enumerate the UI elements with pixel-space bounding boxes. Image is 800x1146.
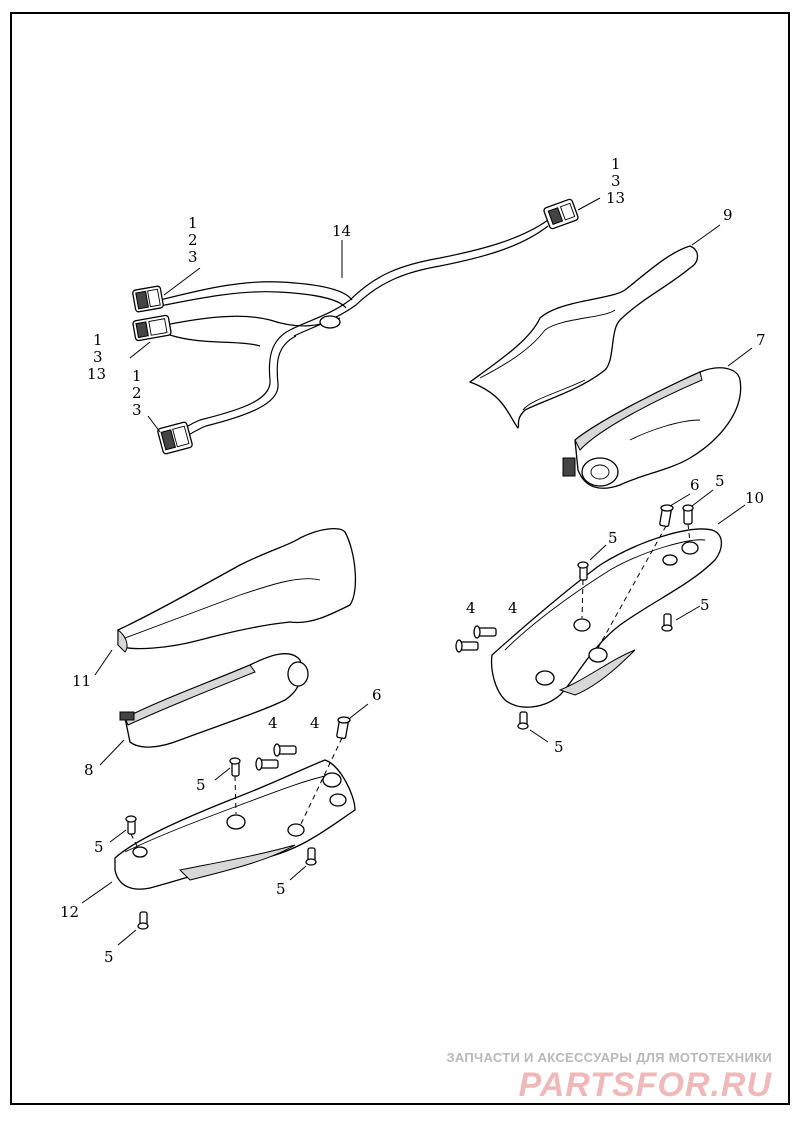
watermark-logo: PARTSFOR.RU bbox=[518, 1066, 772, 1104]
callout-harness-top-3: 3 bbox=[611, 172, 621, 190]
callout-cover-left-11: 11 bbox=[72, 672, 91, 690]
callout-screw4-right-b: 4 bbox=[508, 599, 518, 617]
diagram-frame bbox=[10, 12, 790, 1105]
callout-screw4-left-a: 4 bbox=[268, 714, 278, 732]
callout-screw6-right: 6 bbox=[690, 476, 700, 494]
callout-housing-right-10: 10 bbox=[745, 489, 764, 507]
housing-right bbox=[490, 528, 723, 708]
cover-left bbox=[117, 527, 357, 653]
callout-screw5-left-top: 5 bbox=[196, 776, 206, 794]
module-right bbox=[562, 367, 742, 489]
callout-connector-b-3: 3 bbox=[93, 348, 103, 366]
callout-harness-top-13: 13 bbox=[606, 189, 625, 207]
callout-connector-b-13: 13 bbox=[87, 365, 106, 383]
callout-housing-left-12: 12 bbox=[60, 903, 79, 921]
callout-connector-a-1: 1 bbox=[188, 214, 198, 232]
callout-connector-c-1: 1 bbox=[132, 367, 142, 385]
connector-lower-left bbox=[157, 421, 193, 455]
callout-screw5-right-bottom: 5 bbox=[554, 738, 564, 756]
callout-labels: 1 3 13 1 2 3 1 3 13 1 2 3 14 9 7 6 5 10 … bbox=[60, 155, 766, 966]
callout-harness-top-1: 1 bbox=[611, 155, 621, 173]
connector-upper-left bbox=[132, 285, 164, 313]
callout-screw6-left: 6 bbox=[372, 686, 382, 704]
cover-right bbox=[469, 245, 699, 429]
callout-connector-c-3: 3 bbox=[132, 401, 142, 419]
callout-screw5-right-mid: 5 bbox=[608, 529, 618, 547]
wiring-harness bbox=[159, 219, 549, 439]
module-left bbox=[119, 653, 309, 748]
callout-connector-c-2: 2 bbox=[132, 384, 142, 402]
callout-module-left-8: 8 bbox=[84, 761, 94, 779]
callout-screw5-right-top: 5 bbox=[715, 472, 725, 490]
callout-screw5-left-mid: 5 bbox=[94, 838, 104, 856]
screws-right bbox=[455, 504, 694, 730]
connector-top-right bbox=[543, 198, 579, 230]
leader-lines bbox=[81, 197, 753, 946]
callout-screw4-left-b: 4 bbox=[310, 714, 320, 732]
callout-connector-a-3: 3 bbox=[188, 248, 198, 266]
callout-screw5-right-side: 5 bbox=[700, 596, 710, 614]
callout-screw4-right-a: 4 bbox=[466, 599, 476, 617]
callout-connector-a-2: 2 bbox=[188, 231, 198, 249]
callout-connector-b-1: 1 bbox=[93, 331, 103, 349]
callout-harness-14: 14 bbox=[332, 222, 351, 240]
screws-left bbox=[125, 716, 351, 930]
callout-screw5-left-bottom: 5 bbox=[104, 948, 114, 966]
callout-screw5-left-side: 5 bbox=[276, 880, 286, 898]
housing-left bbox=[114, 759, 356, 890]
watermark-tagline: ЗАПЧАСТИ И АКСЕССУАРЫ ДЛЯ МОТОТЕХНИКИ bbox=[446, 1050, 772, 1065]
callout-cover-right-9: 9 bbox=[723, 206, 733, 224]
connector-middle-left bbox=[132, 314, 172, 342]
callout-module-right-7: 7 bbox=[756, 331, 766, 349]
